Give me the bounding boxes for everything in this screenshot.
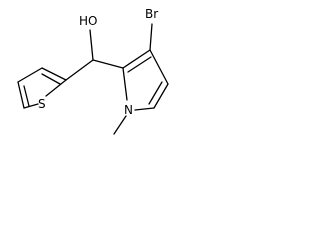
bond-carbinol-pyrrole — [92, 59, 124, 69]
bond-pyrrole-c5-n — [134, 107, 155, 111]
bond-pyrrole-n-c2 — [122, 67, 128, 101]
bond-thiophene-c4-c5 — [17, 81, 25, 109]
bond-carbinol-thiophene — [65, 59, 94, 81]
bond-pyrrole-c3-c4 — [149, 49, 169, 85]
bond-thiophene-c4-c5-double — [23, 85, 30, 107]
bond-thiophene-c3-c3-double — [41, 73, 61, 85]
bond-n-methyl — [113, 115, 127, 135]
hydroxyl-label: HO — [79, 14, 97, 28]
sulfur-label: S — [38, 97, 46, 111]
bond-thiophene-c2-c3 — [41, 67, 67, 81]
bond-thiophene-c2-s — [45, 79, 67, 97]
molecule-diagram: HO Br S N — [17, 7, 169, 135]
bond-carbinol-oh — [89, 29, 94, 61]
bond-pyrrole-c2-c3-double — [127, 56, 152, 73]
bond-thiophene-c3-c4 — [17, 67, 43, 83]
bromine-label: Br — [145, 7, 158, 21]
bond-pyrrole-c2-c3 — [122, 49, 151, 69]
nitrogen-label: N — [124, 103, 133, 117]
structure-canvas: HO Br S N — [0, 0, 196, 148]
bond-thiophene-c5-s — [23, 103, 39, 109]
bond-pyrrole-c4-c5-double — [148, 81, 163, 105]
bond-pyrrole-c4-c5 — [153, 83, 169, 109]
bond-pyrrole-bromine — [149, 23, 153, 51]
